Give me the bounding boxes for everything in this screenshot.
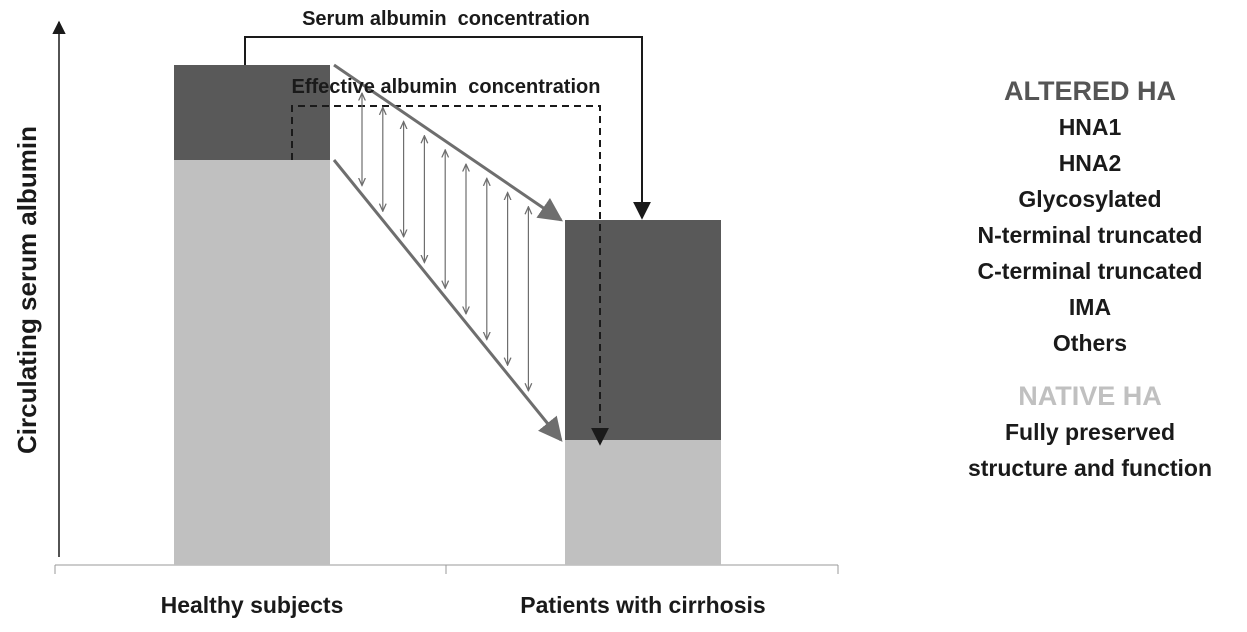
altered-ha-item: HNA2 — [1058, 150, 1122, 176]
altered-ha-item: C-terminal truncated — [977, 258, 1203, 284]
serum-concentration-label: Serum albumin concentration — [302, 8, 590, 30]
altered-ha-item: IMA — [1068, 294, 1112, 320]
legend: ALTERED HA HNA1 HNA2 Glycosylated N-term… — [940, 76, 1240, 486]
serum-concentration-arrow — [244, 36, 651, 220]
y-axis-label: Circulating serum albumin — [12, 126, 42, 454]
native-ha-item: structure and function — [967, 455, 1213, 481]
altered-ha-bar-healthy — [174, 65, 330, 160]
altered-ha-bar-cirrhosis — [565, 220, 721, 440]
native-ha-heading: NATIVE HA — [1018, 381, 1162, 411]
altered-ha-item: Glycosylated — [1018, 186, 1162, 212]
x-tick-label-cirrhosis: Patients with cirrhosis — [520, 592, 765, 618]
altered-ha-heading: ALTERED HA — [1004, 76, 1176, 106]
altered-ha-item: HNA1 — [1058, 114, 1122, 140]
altered-ha-item: N-terminal truncated — [977, 222, 1203, 248]
native-ha-bar-cirrhosis — [565, 440, 721, 565]
x-tick-label-healthy: Healthy subjects — [161, 592, 344, 618]
lower-decline-arrow — [332, 159, 563, 442]
altered-ha-item: Others — [1052, 330, 1128, 356]
altered-ha-list: HNA1 HNA2 Glycosylated N-terminal trunca… — [940, 109, 1240, 361]
native-ha-item: Fully preserved — [1004, 419, 1176, 445]
effective-concentration-label: Effective albumin concentration — [292, 76, 601, 98]
native-ha-bar-healthy — [174, 160, 330, 565]
effective-concentration-arrow — [291, 105, 609, 446]
upper-decline-arrow — [333, 63, 563, 222]
native-ha-list: Fully preserved structure and function — [940, 414, 1240, 486]
